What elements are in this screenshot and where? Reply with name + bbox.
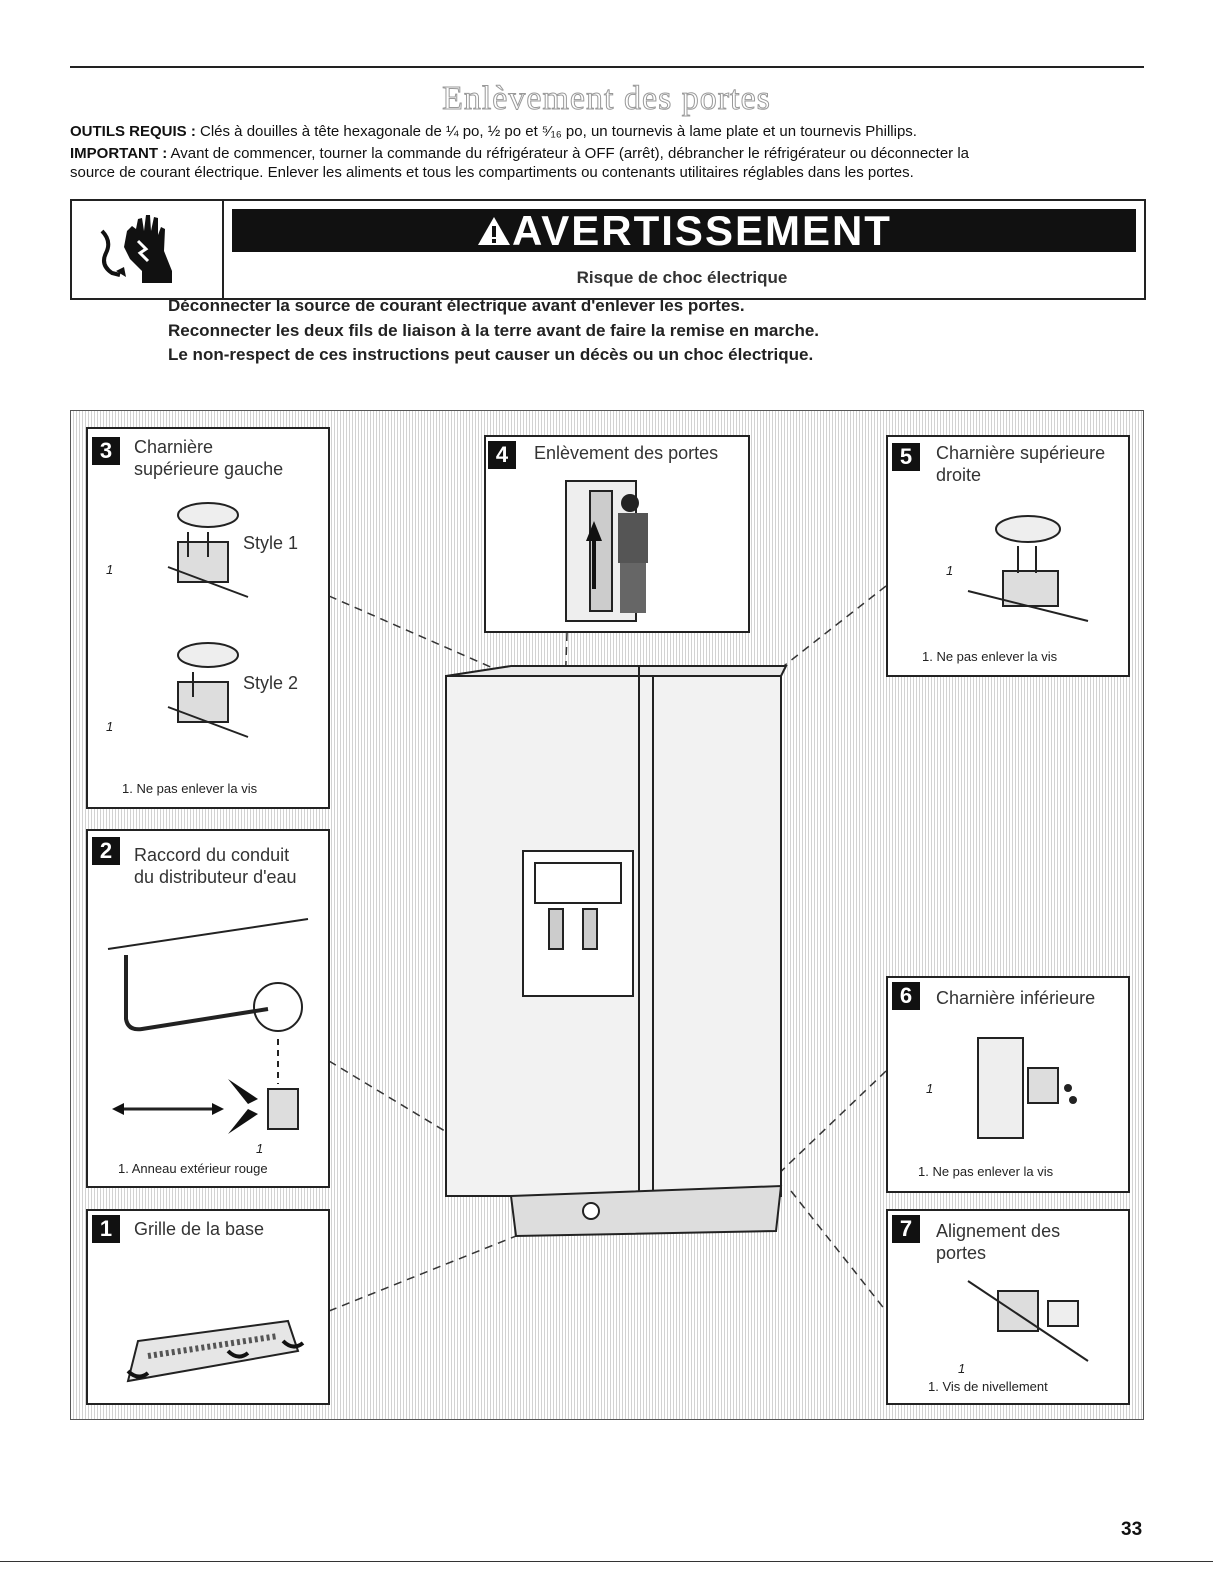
refrigerator-illustration — [328, 585, 887, 1312]
panel-2-title-1: Raccord du conduit — [134, 845, 290, 865]
warning-banner-text: AVERTISSEMENT — [512, 207, 892, 254]
panel-top-right-hinge: 5 Charnière supérieure droite 1 1. Ne pa… — [886, 435, 1130, 677]
warning-icon-cell — [72, 201, 224, 298]
panel-7-caption: 1. Vis de nivellement — [928, 1379, 1048, 1394]
warning-box: AVERTISSEMENT Risque de choc électrique — [70, 199, 1146, 300]
panel-base-grille: 1 Grille de la base — [86, 1209, 330, 1405]
door-removal-illustration — [565, 480, 648, 622]
panel-7-title-1: Alignement des — [936, 1221, 1061, 1241]
base-grille-illustration — [126, 1319, 305, 1383]
leveling-screw-illustration — [967, 1280, 1089, 1362]
warning-line-2: Reconnecter les deux fils de liaison à l… — [168, 321, 820, 340]
step-number-1: 1 — [92, 1215, 120, 1243]
water-line-illustration — [107, 918, 309, 1134]
tools-paragraph: OUTILS REQUIS : Clés à douilles à tête h… — [70, 122, 1150, 141]
important-text-2: source de courant électrique. Enlever le… — [70, 164, 914, 181]
panel-3-title-2: supérieure gauche — [134, 459, 284, 479]
panel-top-left-hinge: 3 Charnière supérieure gauche Style 1 1 … — [86, 427, 330, 809]
panel-2-title-2: du distributeur d'eau — [134, 867, 297, 887]
door-removal-diagram: 3 Charnière supérieure gauche Style 1 1 … — [70, 410, 1144, 1420]
step-number-6: 6 — [892, 982, 920, 1010]
page-title: Enlèvement des portes — [442, 80, 771, 118]
panel-6-callout: 1 — [926, 1081, 934, 1096]
right-hinge-illustration — [967, 515, 1089, 622]
tools-label: OUTILS REQUIS : — [70, 123, 196, 140]
hinge-style-1-illustration — [167, 502, 249, 598]
panel-bottom-hinge: 6 Charnière inférieure 1 1. Ne pas enlev… — [886, 976, 1130, 1193]
step-number-4: 4 — [488, 441, 516, 469]
panel-1-title: Grille de la base — [134, 1219, 265, 1239]
important-label: IMPORTANT : — [70, 145, 168, 162]
important-text-1: Avant de commencer, tourner la commande … — [167, 145, 970, 162]
panel-7-callout: 1 — [958, 1361, 966, 1376]
bottom-rule — [0, 1561, 1213, 1562]
panel-5-title-1: Charnière supérieure — [936, 443, 1106, 463]
panel-5-title-2: droite — [936, 465, 982, 485]
panel-3-callout-2: 1 — [106, 719, 114, 734]
panel-door-removal: 4 Enlèvement des portes — [484, 435, 750, 633]
page-number: 33 — [1121, 1519, 1143, 1540]
warning-subtitle: Risque de choc électrique — [576, 268, 788, 287]
warning-banner: AVERTISSEMENT — [232, 209, 1136, 252]
important-paragraph: IMPORTANT : Avant de commencer, tourner … — [70, 144, 1150, 163]
step-number-5: 5 — [892, 443, 920, 471]
tools-text: Clés à douilles à tête hexagonale de ¼ p… — [195, 123, 917, 140]
step-number-3: 3 — [92, 437, 120, 465]
electric-shock-hand-icon — [100, 215, 172, 283]
important-paragraph-cont: source de courant électrique. Enlever le… — [70, 163, 1150, 182]
bottom-hinge-illustration — [977, 1037, 1077, 1139]
panel-7-title-2: portes — [936, 1243, 987, 1263]
top-rule — [70, 66, 1144, 68]
style-2-label: Style 2 — [243, 673, 299, 693]
panel-5-caption: 1. Ne pas enlever la vis — [922, 649, 1058, 664]
panel-6-caption: 1. Ne pas enlever la vis — [918, 1164, 1054, 1179]
panel-3-title-1: Charnière — [134, 437, 214, 457]
panel-5-callout: 1 — [946, 563, 954, 578]
style-1-label: Style 1 — [243, 533, 299, 553]
hinge-style-2-illustration — [167, 642, 249, 738]
panel-2-callout: 1 — [256, 1141, 264, 1156]
panel-3-caption: 1. Ne pas enlever la vis — [122, 781, 258, 796]
warning-triangle-icon — [478, 217, 511, 245]
warning-line-3: Le non-respect de ces instructions peut … — [168, 345, 814, 364]
warning-line-1: Déconnecter la source de courant électri… — [168, 296, 745, 315]
step-number-7: 7 — [892, 1215, 920, 1243]
panel-water-line: 2 Raccord du conduit du distributeur d'e… — [86, 829, 330, 1188]
panel-4-title: Enlèvement des portes — [534, 443, 719, 463]
panel-6-title: Charnière inférieure — [936, 988, 1096, 1008]
step-number-2: 2 — [92, 837, 120, 865]
panel-2-caption: 1. Anneau extérieur rouge — [118, 1161, 268, 1176]
panel-3-callout-1: 1 — [106, 562, 114, 577]
refrigerator — [445, 665, 788, 1238]
panel-door-alignment: 7 Alignement des portes 1 1. Vis de nive… — [886, 1209, 1130, 1405]
